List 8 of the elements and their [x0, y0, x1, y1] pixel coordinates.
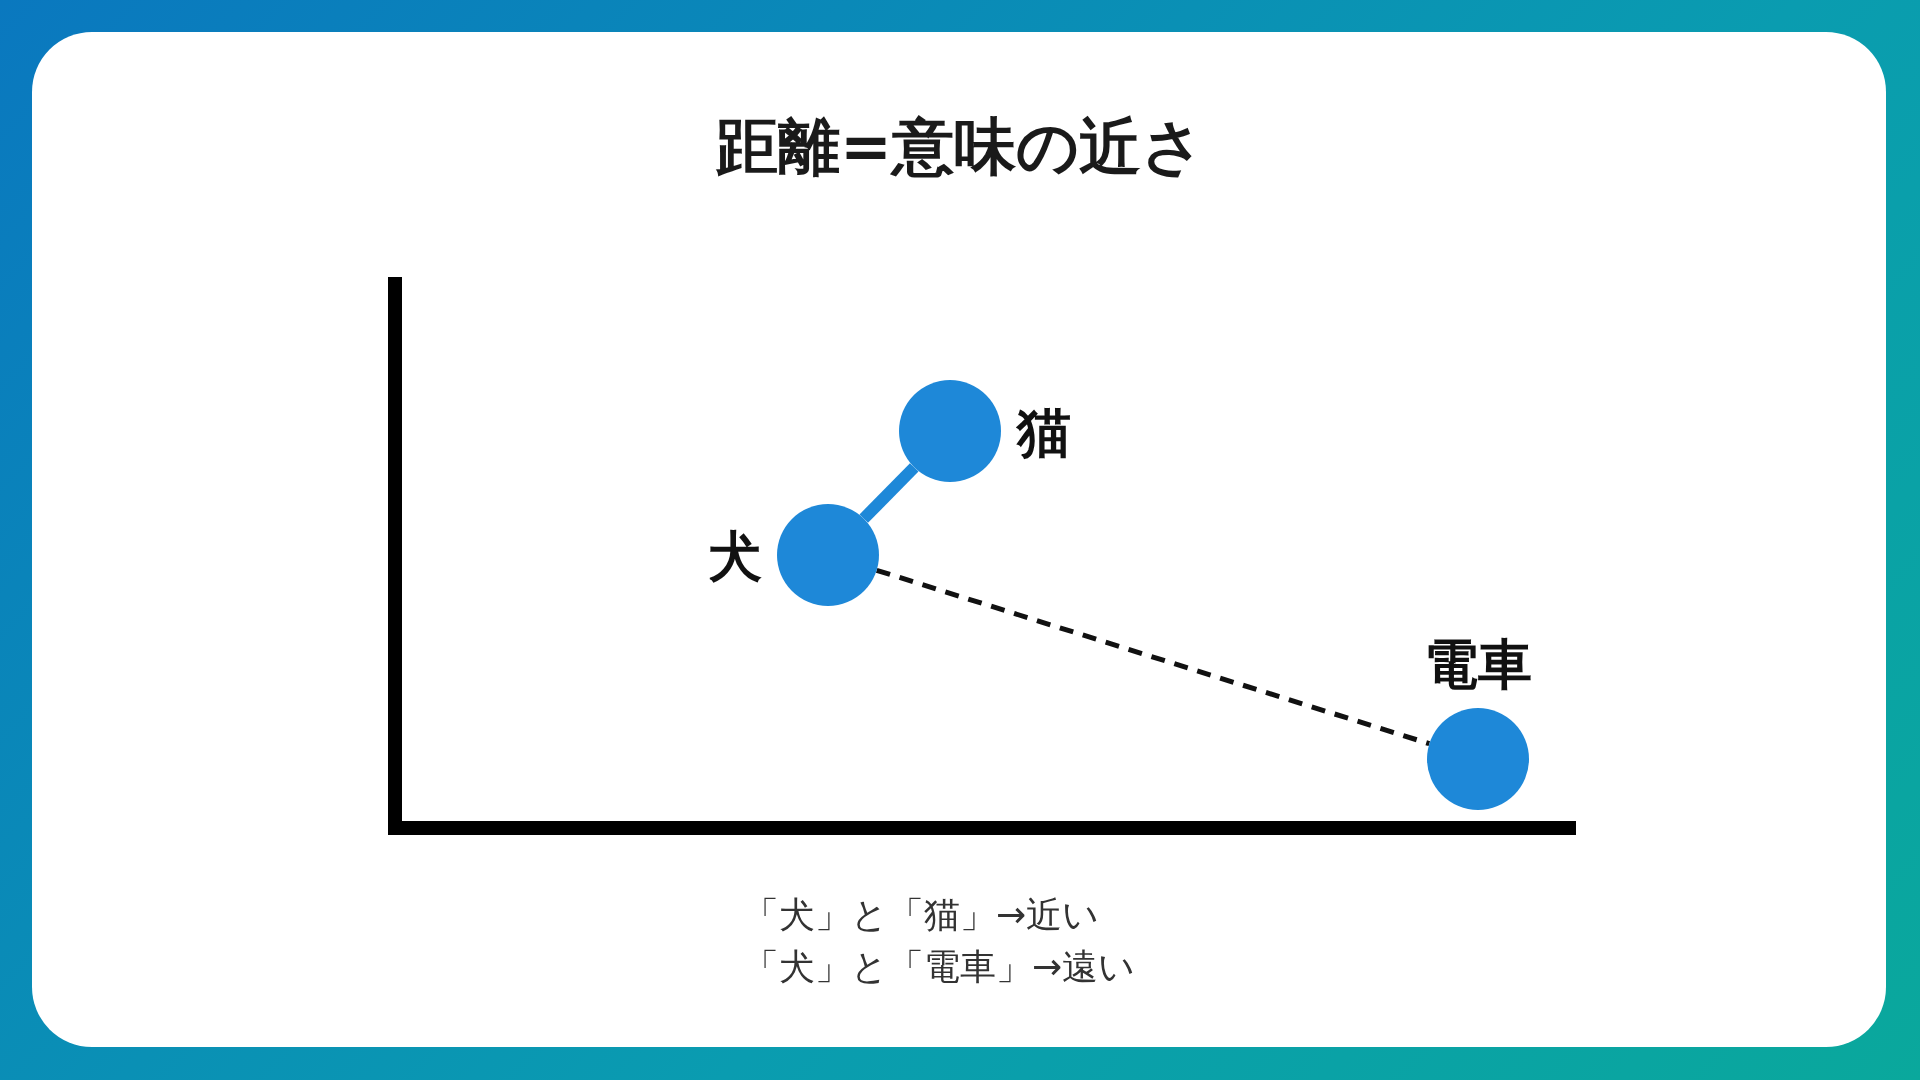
caption-text: 「犬」と「猫」→近い [743, 893, 1100, 937]
connector-line [859, 463, 919, 523]
point-label: 電車 [1424, 638, 1532, 692]
connector-line [875, 567, 1431, 747]
point-label: 犬 [708, 530, 762, 584]
title: 距離=意味の近さ [715, 109, 1205, 185]
point-label: 猫 [1017, 406, 1071, 460]
caption-text: 「犬」と「電車」→遠い [743, 945, 1136, 989]
